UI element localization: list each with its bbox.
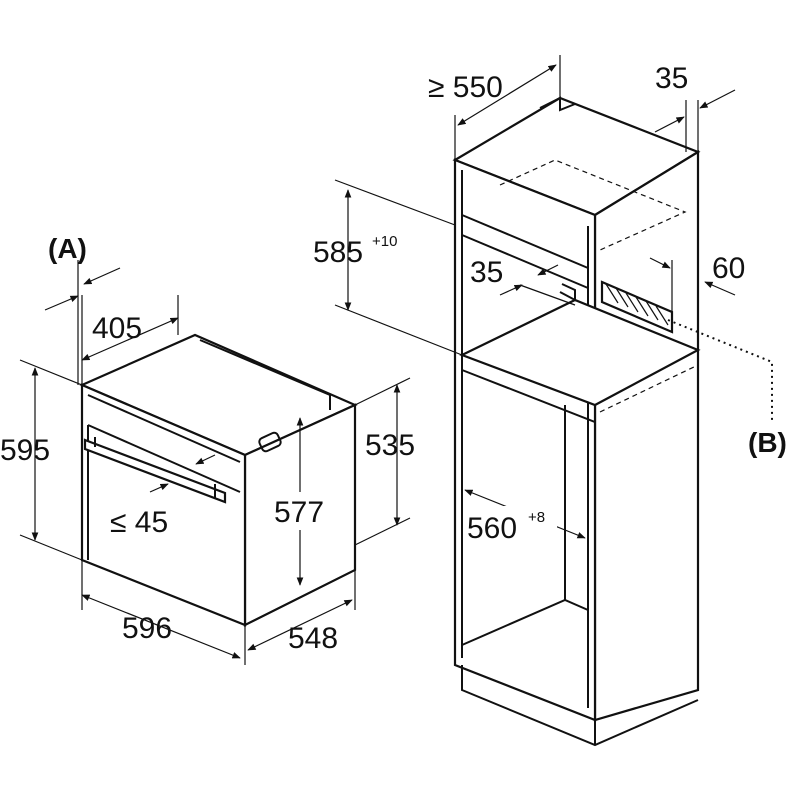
dim-45-arrow-low — [149, 483, 169, 493]
dim-label-585-tolerance: +10 — [372, 233, 397, 250]
cabinet-drawing — [452, 96, 701, 747]
dim-label-60: 60 — [712, 252, 745, 285]
panel-arrow-left — [44, 295, 79, 311]
oven-drawing — [79, 333, 358, 627]
dim-label-560-tolerance: +8 — [528, 509, 545, 526]
vent-hatching — [605, 283, 669, 326]
dim-label-548: 548 — [288, 622, 338, 655]
oven-side-ledge — [199, 339, 331, 410]
dim-label-405: 405 — [92, 312, 142, 345]
dim-label-45: ≤ 45 — [110, 506, 168, 539]
dim-35s-arrow-low — [499, 284, 523, 296]
dim-45-arrow-high — [195, 454, 216, 465]
upper-shelf-projection — [499, 159, 687, 251]
dim-label-560: 560 — [467, 512, 517, 545]
oven-dimension-lines — [19, 260, 411, 665]
lower-cavity-floor — [461, 598, 589, 646]
dim-595-ext-top — [19, 359, 83, 386]
cabinet-side-panel — [593, 150, 700, 722]
cabinet-plinth — [461, 665, 699, 747]
oven-door-top-line — [87, 424, 241, 493]
dim-label-535: 535 — [365, 429, 415, 462]
niche-floor-edge — [461, 355, 596, 424]
dim-35b-arrow-left — [654, 116, 685, 133]
dim-60-arrow-left — [649, 257, 671, 269]
dim-535-ext-bottom — [354, 517, 411, 546]
dim-label-35-shelf: 35 — [470, 256, 503, 289]
rear-ledge — [559, 283, 576, 302]
upper-shelf-back — [461, 234, 589, 289]
dim-596-line — [81, 594, 241, 659]
dim-577-label-bg — [272, 492, 340, 530]
label-view-b: (B) — [748, 427, 787, 458]
floor-shelf-projection — [599, 364, 699, 413]
dim-405-line — [81, 317, 179, 361]
dim-35s-arrow-high — [537, 264, 559, 276]
oven-door-handle — [83, 438, 227, 504]
dim-595-ext-bottom — [19, 534, 83, 561]
dim-35b-arrow-right — [699, 89, 736, 109]
niche-floor-shelf — [459, 298, 701, 407]
dim-560-label-bg — [465, 506, 557, 544]
cabinet-front-face — [453, 158, 597, 722]
dim-label-585: 585 — [313, 236, 363, 269]
dim-35s-ext — [519, 284, 576, 306]
dim-585-ext-top — [334, 179, 456, 226]
dim-550-line — [457, 64, 557, 126]
panel-arrow-right — [83, 267, 121, 285]
dim-548-line — [247, 599, 353, 651]
vent-leader-line — [667, 319, 773, 420]
upper-shelf-front — [461, 214, 589, 269]
dim-label-35-back: 35 — [655, 62, 688, 95]
dim-60-arrow-right — [704, 281, 736, 296]
dim-label-577: 577 — [274, 496, 324, 529]
dim-label-550: ≥ 550 — [428, 71, 503, 104]
dim-label-596: 596 — [122, 612, 172, 645]
dim-585-ext-bottom — [334, 304, 463, 356]
dim-535-ext-top — [354, 377, 411, 406]
oven-side-grip — [258, 431, 282, 453]
dim-label-595: 595 — [0, 434, 50, 467]
label-view-a: (A) — [48, 233, 87, 264]
oven-control-panel-line — [87, 394, 241, 463]
